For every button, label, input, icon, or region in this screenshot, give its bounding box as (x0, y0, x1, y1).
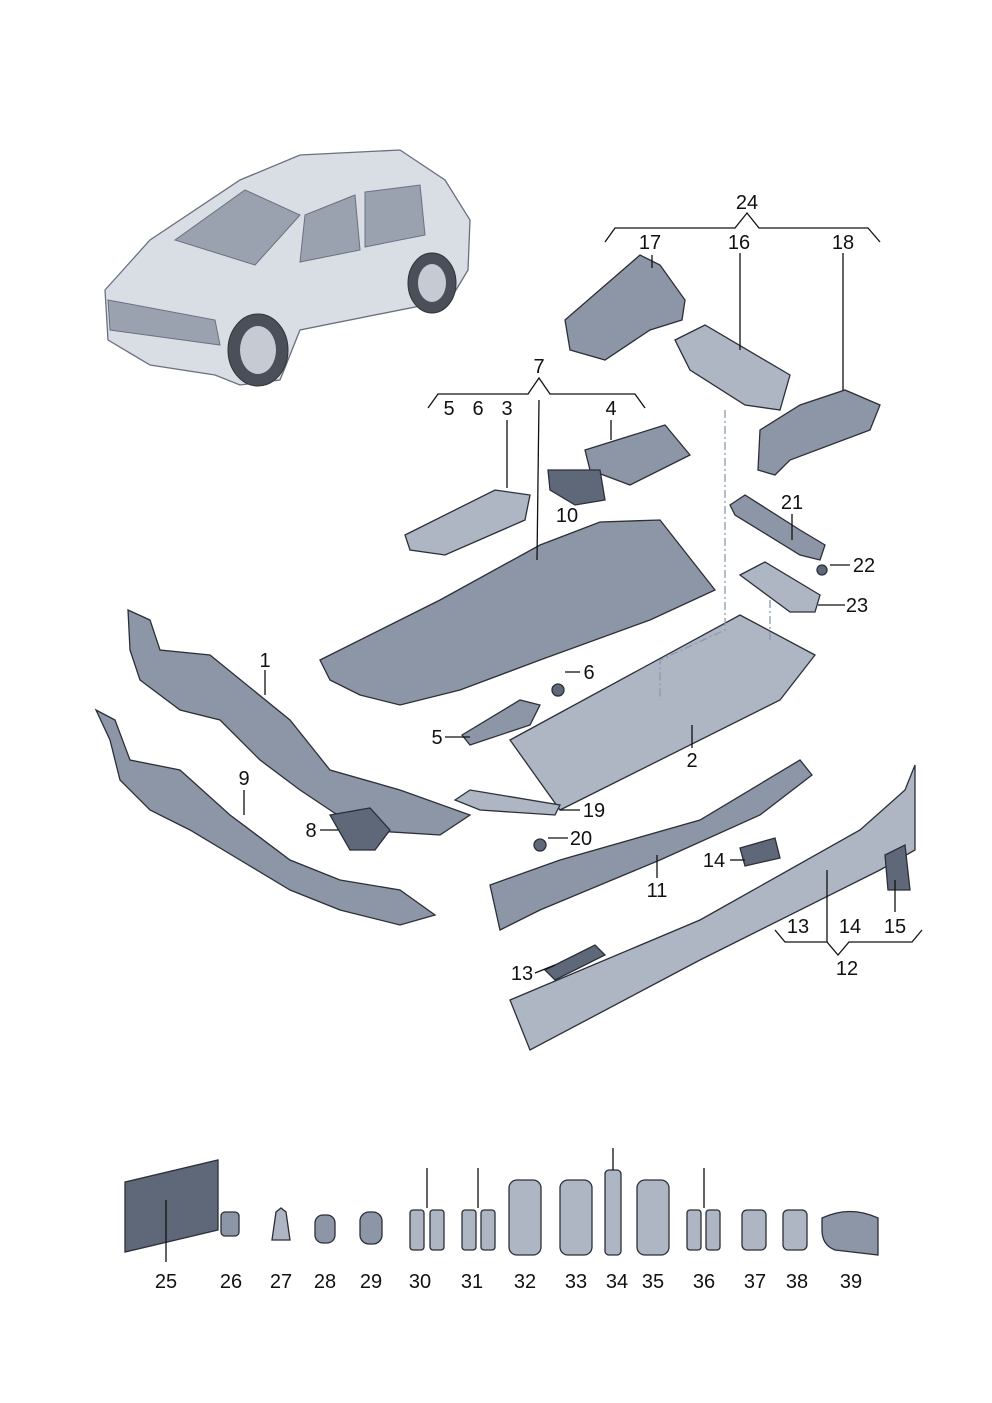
cap-nut-icon (359, 1211, 383, 1245)
part-1 (127, 608, 472, 836)
tape-roll-icon (821, 1210, 879, 1256)
leader-lines (243, 211, 923, 974)
callout: 30 (409, 1271, 431, 1293)
callout: 6 (583, 662, 594, 684)
callout: 6 (472, 398, 483, 420)
part-5 (461, 699, 541, 746)
callout: 4 (605, 398, 616, 420)
callout: 3 (501, 398, 512, 420)
part-21 (729, 494, 826, 561)
callout: 14 (839, 916, 861, 938)
clip-icon (271, 1207, 291, 1241)
callout: 5 (431, 727, 442, 749)
part-14 (739, 837, 781, 867)
cartridge-pair-icon (409, 1168, 445, 1251)
part-4 (584, 424, 692, 486)
callout: 25 (155, 1271, 177, 1293)
callout: 9 (238, 768, 249, 790)
callout: 31 (461, 1271, 483, 1293)
consumables-row (124, 1148, 879, 1262)
callout: 13 (787, 916, 809, 938)
parts (94, 254, 916, 1051)
callout: 21 (781, 492, 803, 514)
part-8 (328, 807, 391, 851)
callout: 36 (693, 1271, 715, 1293)
callout: 11 (647, 880, 668, 902)
callout: 7 (533, 356, 544, 378)
callout: 10 (556, 505, 578, 527)
part-18 (757, 389, 881, 476)
callout: 34 (606, 1271, 628, 1293)
callout: 37 (744, 1271, 766, 1293)
callout: 12 (836, 958, 858, 980)
callout: 1 (259, 650, 270, 672)
sealant-tube-icon (604, 1169, 622, 1256)
part-15 (884, 844, 911, 891)
part-16 (674, 324, 791, 411)
part-7-tunnel (319, 519, 717, 706)
cartridge-icon (508, 1179, 542, 1256)
part-19 (453, 789, 561, 816)
cartridge-icon (559, 1179, 593, 1256)
rivet-nut-icon (220, 1211, 240, 1237)
part-23 (738, 561, 821, 613)
cartridge-icon (636, 1179, 670, 1256)
cap-icon (741, 1209, 767, 1251)
part-2-floor (509, 614, 816, 811)
part-17 (564, 254, 686, 361)
part-10 (547, 469, 606, 506)
callout-labels: 24 17 16 18 7 5 6 3 4 10 21 22 23 1 6 5 … (155, 192, 906, 1293)
callout: 19 (583, 800, 605, 822)
callout: 38 (786, 1271, 808, 1293)
cap-nut-icon (314, 1214, 336, 1244)
callout: 2 (686, 750, 697, 772)
part-12-sill (509, 764, 916, 1051)
cap-icon (782, 1209, 808, 1251)
part-13 (543, 944, 607, 981)
callout: 14 (703, 850, 725, 872)
callout: 8 (305, 820, 316, 842)
callout: 26 (220, 1271, 242, 1293)
callout: 20 (570, 828, 592, 850)
callout: 16 (728, 232, 750, 254)
callout: 39 (840, 1271, 862, 1293)
part-3 (404, 489, 531, 556)
callout: 18 (832, 232, 854, 254)
part-6 (551, 683, 565, 697)
vehicle-illustration (104, 149, 471, 387)
cartridge-pair-icon (686, 1168, 721, 1251)
callout: 22 (853, 555, 875, 577)
part-11 (489, 759, 813, 931)
callout: 15 (884, 916, 906, 938)
callout: 33 (565, 1271, 587, 1293)
part-9 (94, 708, 437, 926)
callout: 23 (846, 595, 868, 617)
part-22 (816, 564, 828, 576)
callout: 13 (511, 963, 533, 985)
callout: 5 (443, 398, 454, 420)
sealing-patch-icon (124, 1159, 219, 1253)
callout: 27 (270, 1271, 292, 1293)
callout: 28 (314, 1271, 336, 1293)
callout: 35 (642, 1271, 664, 1293)
cartridge-pair-icon (461, 1168, 496, 1251)
callout: 32 (514, 1271, 536, 1293)
callout: 17 (639, 232, 661, 254)
part-20 (533, 838, 547, 852)
callout: 24 (736, 192, 758, 214)
callout: 29 (360, 1271, 382, 1293)
